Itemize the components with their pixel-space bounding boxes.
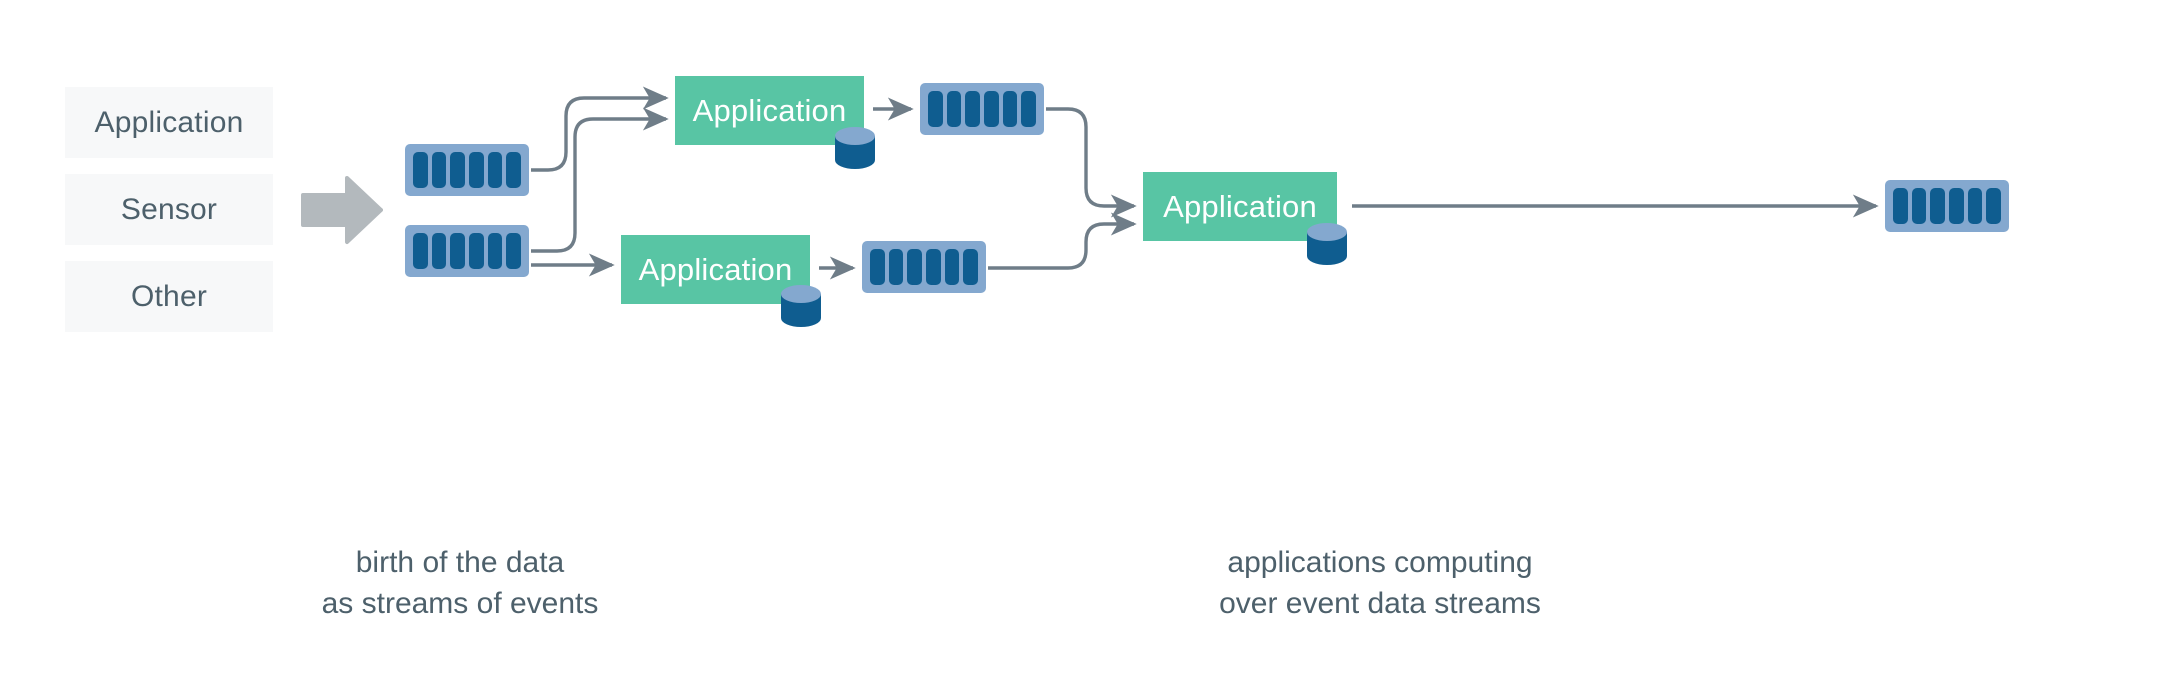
- database-cylinder-icon-app-right: [1307, 223, 1347, 265]
- stream-block-top-mid[interactable]: [920, 83, 1044, 135]
- wire-stream-bottomleft-to-app-top: [531, 107, 669, 253]
- source-box-sensor[interactable]: Sensor: [65, 174, 273, 245]
- stream-segment: [870, 249, 885, 285]
- application-box-right[interactable]: Application: [1143, 172, 1337, 241]
- wire-stream-topmid-to-app-right: [1046, 107, 1137, 218]
- application-label: Application: [638, 251, 793, 287]
- stream-block-top-left[interactable]: [405, 144, 529, 196]
- stream-segment: [469, 152, 484, 188]
- stream-block-bottom-left[interactable]: [405, 225, 529, 277]
- stream-segment: [1949, 188, 1964, 224]
- stream-segment: [928, 91, 943, 127]
- stream-segment: [487, 152, 503, 188]
- stream-segment: [926, 249, 941, 285]
- stream-segment: [1911, 188, 1927, 224]
- database-cylinder-icon-app-top: [835, 127, 875, 169]
- stream-segment: [487, 233, 503, 269]
- stream-segment: [1893, 188, 1908, 224]
- stream-segment: [1967, 188, 1983, 224]
- block-arrow-right-icon: [301, 176, 383, 244]
- caption-left-line2: as streams of events: [321, 587, 599, 621]
- caption-right-line1: applications computing: [1227, 546, 1533, 579]
- database-cylinder-icon-app-bottom: [781, 285, 821, 327]
- stream-segment: [431, 233, 447, 269]
- stream-segment: [450, 152, 466, 188]
- stream-block-right-output[interactable]: [1885, 180, 2009, 232]
- source-label: Other: [130, 279, 208, 313]
- stream-segment: [413, 152, 428, 188]
- stream-segment: [946, 91, 962, 127]
- caption-right: applications computing over event data s…: [1100, 542, 1660, 625]
- stream-segment: [413, 233, 428, 269]
- stream-segment: [1986, 188, 2002, 224]
- caption-left: birth of the data as streams of events: [180, 542, 740, 625]
- stream-segment: [907, 249, 923, 285]
- stream-segment: [506, 233, 522, 269]
- source-box-application[interactable]: Application: [65, 87, 273, 158]
- stream-segment: [963, 249, 979, 285]
- application-box-top[interactable]: Application: [675, 76, 864, 145]
- wire-stream-topleft-to-app-top: [531, 86, 669, 172]
- stream-segment: [965, 91, 981, 127]
- stream-segment: [944, 249, 960, 285]
- caption-left-line1: birth of the data: [355, 546, 565, 579]
- stream-segment: [1021, 91, 1037, 127]
- stream-segment: [506, 152, 522, 188]
- stream-segment: [888, 249, 904, 285]
- stream-segment: [1930, 188, 1946, 224]
- source-label: Sensor: [120, 192, 218, 226]
- stream-segment: [984, 91, 999, 127]
- caption-right-line2: over event data streams: [1219, 587, 1541, 621]
- wire-stream-bottommid-to-app-right: [988, 212, 1137, 270]
- stream-segment: [431, 152, 447, 188]
- source-box-other[interactable]: Other: [65, 261, 273, 332]
- stream-segment: [469, 233, 484, 269]
- application-label: Application: [1163, 188, 1317, 224]
- stream-segment: [450, 233, 466, 269]
- stream-block-bottom-mid[interactable]: [862, 241, 986, 293]
- stream-segment: [1002, 91, 1018, 127]
- application-label: Application: [692, 92, 847, 128]
- source-label: Application: [94, 105, 244, 139]
